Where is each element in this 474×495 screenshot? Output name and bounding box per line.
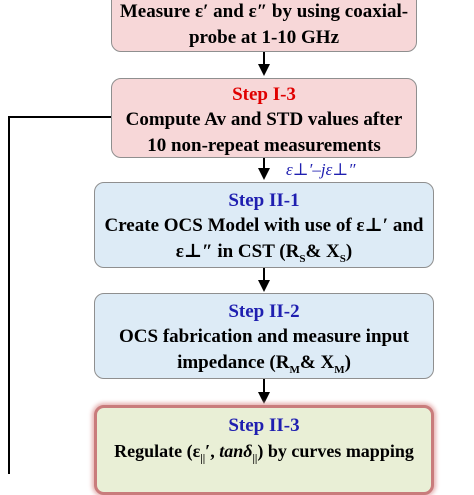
arrow-2-shaft bbox=[263, 158, 265, 170]
step-ii2-line1: OCS fabrication and measure input bbox=[119, 326, 409, 347]
arrow-3-shaft bbox=[263, 268, 265, 282]
feedback-line-vertical bbox=[8, 116, 10, 474]
arrow-4-head bbox=[258, 392, 270, 404]
feedback-line-horizontal bbox=[8, 116, 111, 118]
step-ii1-title: Step II-1 bbox=[228, 190, 300, 211]
arrow-1-shaft bbox=[263, 52, 265, 66]
step-ii2-line2: impedance (RM& XM) bbox=[177, 352, 351, 376]
arrow-1-head bbox=[258, 64, 270, 76]
box-step-ii3: Step II-3 Regulate (ε||′, tanδ||) by cur… bbox=[94, 405, 434, 495]
step-ii3-title: Step II-3 bbox=[228, 415, 300, 436]
step-ii1-line2: ε⊥″ in CST (RS& XS) bbox=[175, 241, 353, 265]
arrow-4-shaft bbox=[263, 379, 265, 395]
box-measure-line2: probe at 1-10 GHz bbox=[188, 27, 340, 48]
arrow-3-head bbox=[258, 280, 270, 292]
step-i3-line1: Compute Av and STD values after bbox=[125, 109, 403, 130]
box-step-i3: Step I-3 Compute Av and STD values after… bbox=[111, 78, 417, 158]
box-step-ii1: Step II-1 Create OCS Model with use of ε… bbox=[94, 182, 434, 268]
step-ii1-line1: Create OCS Model with use of ε⊥′ and bbox=[104, 215, 424, 236]
step-i3-title: Step I-3 bbox=[232, 84, 296, 105]
arrow-2-head bbox=[258, 168, 270, 180]
step-ii2-title: Step II-2 bbox=[228, 301, 300, 322]
box-step-ii2: Step II-2 OCS fabrication and measure in… bbox=[94, 293, 434, 379]
step-i3-line2: 10 non-repeat measurements bbox=[147, 135, 381, 156]
box-measure-line1: Measure ε′ and ε″ by using coaxial- bbox=[119, 1, 409, 22]
edge-label-permittivity: ε⊥′–jε⊥″ bbox=[286, 160, 356, 179]
box-measure: Measure ε′ and ε″ by using coaxial- prob… bbox=[111, 0, 417, 52]
step-ii3-line1: Regulate (ε||′, tanδ||) by curves mappin… bbox=[114, 441, 414, 465]
